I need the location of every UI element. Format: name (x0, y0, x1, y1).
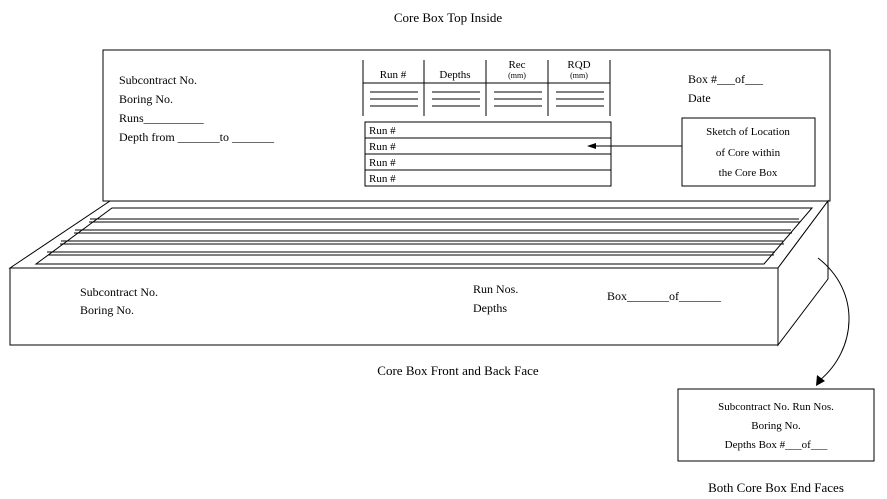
sketch-box-line: of Core within (716, 147, 781, 159)
front-boring-label: Boring No. (80, 303, 134, 317)
front-run-nos-label: Run Nos. (473, 282, 518, 296)
sketch-box (681, 117, 816, 187)
run-list-item: Run # (369, 173, 396, 185)
front-box-number-label: Box_______of_______ (607, 289, 722, 303)
table-header-rqd-unit: (mm) (570, 71, 588, 80)
table-header-rec-unit: (mm) (508, 71, 526, 80)
end-face-line-3: Depths Box #___of___ (725, 439, 828, 451)
caption-front-back-face: Core Box Front and Back Face (377, 363, 539, 378)
arrow-to-run-list (587, 143, 682, 149)
lid-subcontract-label: Subcontract No. (119, 73, 197, 87)
run-list-item: Run # (369, 125, 396, 137)
sketch-box-line: the Core Box (719, 167, 778, 179)
end-face-line-1: Subcontract No. Run Nos. (718, 401, 834, 413)
table-header-rec: Rec (508, 59, 525, 71)
run-list (364, 121, 612, 187)
front-depths-label: Depths (473, 301, 507, 315)
table-header-rqd: RQD (567, 59, 590, 71)
lid-date-label: Date (688, 91, 711, 105)
lid-depth-label: Depth from _______to _______ (119, 130, 275, 144)
lid-runs-label: Runs__________ (119, 111, 205, 125)
front-subcontract-label: Subcontract No. (80, 285, 158, 299)
front-face (9, 267, 779, 346)
end-face-box (677, 388, 875, 462)
caption-top-inside: Core Box Top Inside (394, 10, 502, 25)
side-face (777, 199, 829, 347)
core-box-tray (8, 200, 829, 269)
arrow-to-end-face (816, 257, 850, 386)
table-header-depths: Depths (439, 69, 470, 81)
lid-box-number-label: Box #___of___ (688, 72, 764, 86)
lid-run-table (362, 60, 611, 116)
run-list-item: Run # (369, 157, 396, 169)
lid-boring-label: Boring No. (119, 92, 173, 106)
table-header-run: Run # (380, 69, 407, 81)
end-face-line-2: Boring No. (751, 420, 801, 432)
caption-end-faces: Both Core Box End Faces (708, 480, 844, 495)
run-list-item: Run # (369, 141, 396, 153)
sketch-box-line: Sketch of Location (706, 126, 790, 138)
